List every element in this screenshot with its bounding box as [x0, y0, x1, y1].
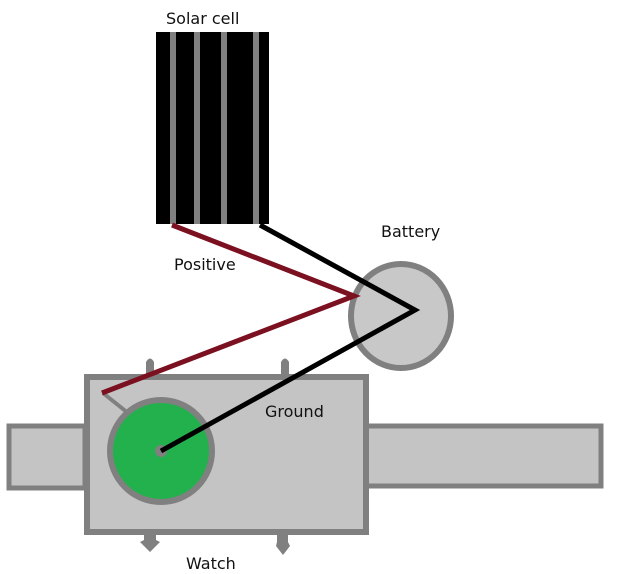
watch-strap-right [363, 423, 604, 489]
positive-connector [101, 391, 130, 415]
battery-label: Battery [381, 222, 440, 241]
solar-strip [253, 32, 259, 224]
ground-label: Ground [265, 402, 324, 421]
positive-wire [101, 222, 361, 396]
solar-strip [194, 32, 200, 224]
positive-label: Positive [174, 255, 236, 274]
solar-strip [221, 32, 227, 224]
ground-wire [159, 222, 421, 454]
watch-strap-left [6, 423, 88, 491]
watch-label: Watch [186, 554, 236, 573]
watch-pin-bottom-right [276, 532, 290, 555]
watch-pin-top-right [281, 358, 289, 376]
solar-cell-label: Solar cell [166, 9, 239, 28]
watch-pin-bottom-left [140, 532, 160, 552]
solar-strip [170, 32, 176, 224]
